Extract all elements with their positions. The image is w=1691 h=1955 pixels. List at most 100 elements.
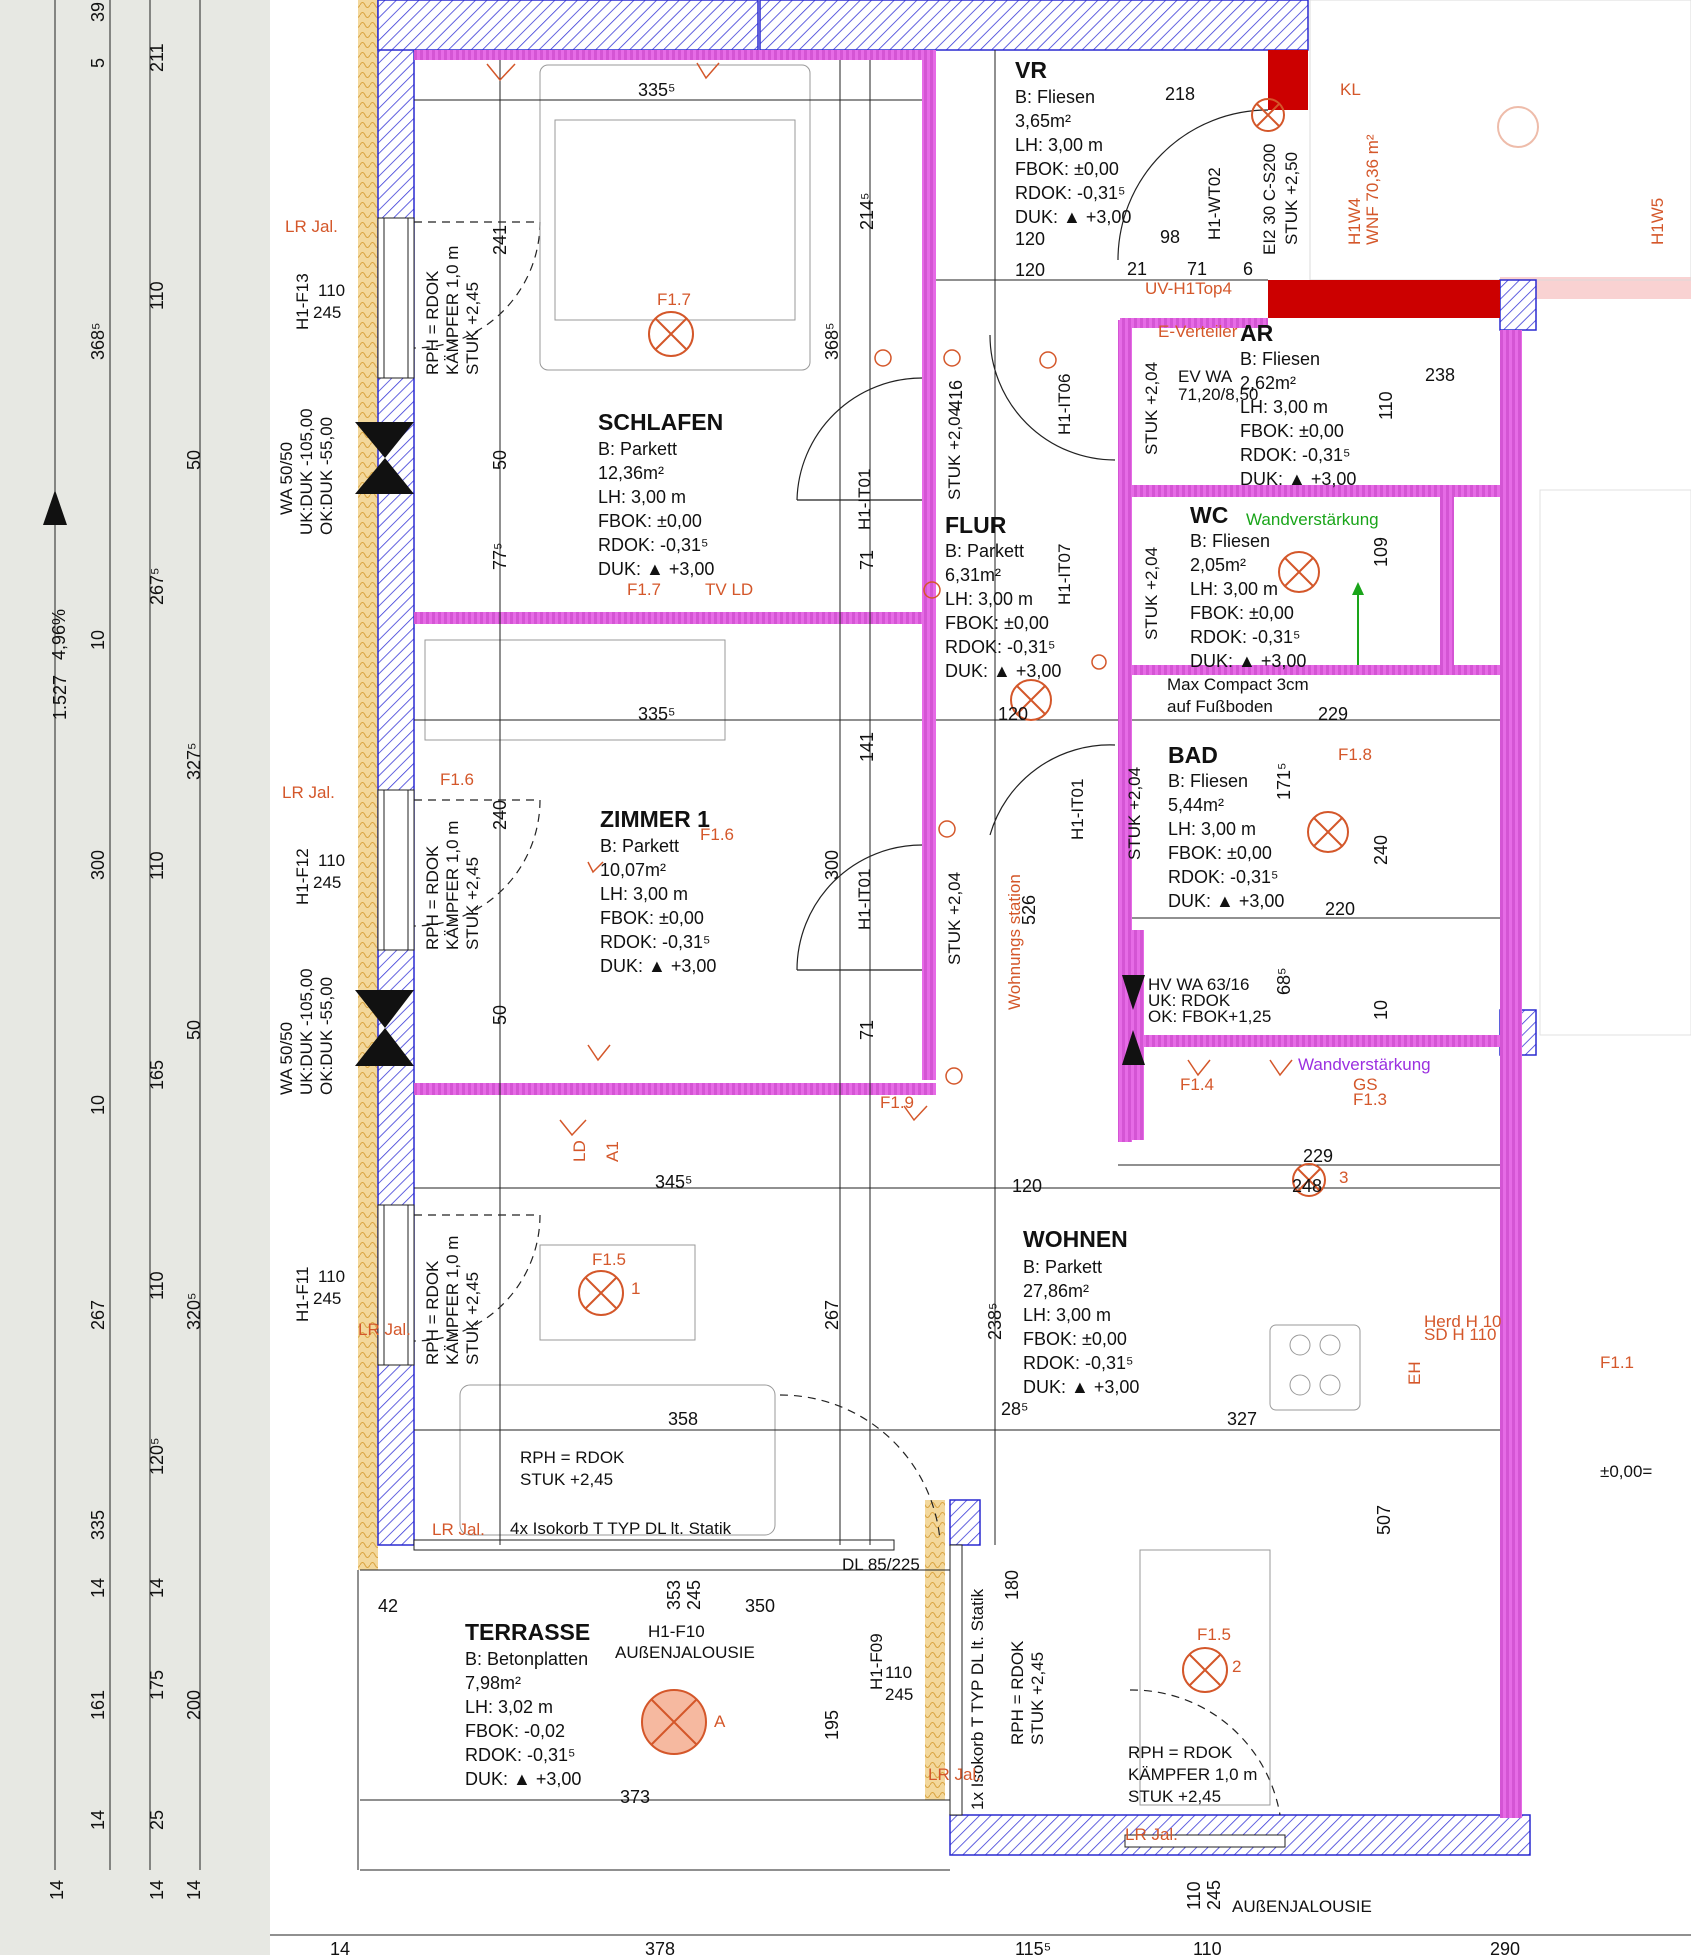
svg-text:TERRASSE: TERRASSE (465, 1619, 590, 1645)
svg-text:12,36m²: 12,36m² (598, 463, 664, 483)
light-icons (578, 98, 1539, 1755)
svg-text:OK:DUK -55,00: OK:DUK -55,00 (317, 417, 336, 535)
svg-text:STUK +2,45: STUK +2,45 (463, 1272, 482, 1365)
dimension-margin (0, 0, 270, 1955)
svg-text:195: 195 (822, 1710, 842, 1740)
svg-text:RDOK: -0,31⁵: RDOK: -0,31⁵ (1240, 445, 1351, 465)
svg-text:248: 248 (1292, 1176, 1322, 1196)
svg-text:LR Jal.: LR Jal. (928, 1765, 981, 1784)
svg-text:FBOK: ±0,00: FBOK: ±0,00 (1015, 159, 1119, 179)
svg-text:RDOK: -0,31⁵: RDOK: -0,31⁵ (945, 637, 1056, 657)
svg-text:UV-H1Top4: UV-H1Top4 (1145, 279, 1232, 298)
svg-text:2,05m²: 2,05m² (1190, 555, 1246, 575)
svg-text:AUßENJALOUSIE: AUßENJALOUSIE (1232, 1897, 1372, 1916)
svg-text:B: Parkett: B: Parkett (945, 541, 1024, 561)
svg-text:120: 120 (1012, 1176, 1042, 1196)
svg-text:10: 10 (88, 630, 108, 650)
svg-text:50: 50 (184, 450, 204, 470)
svg-text:FBOK: ±0,00: FBOK: ±0,00 (1240, 421, 1344, 441)
svg-text:KÄMPFER 1,0 m: KÄMPFER 1,0 m (443, 246, 462, 375)
svg-text:LR Jal.: LR Jal. (432, 1520, 485, 1539)
svg-text:10,07m²: 10,07m² (600, 860, 666, 880)
room-terrasse: TERRASSE B: Betonplatten 7,98m² LH: 3,02… (465, 1619, 590, 1789)
svg-text:161: 161 (88, 1690, 108, 1720)
svg-text:5,44m²: 5,44m² (1168, 795, 1224, 815)
svg-text:1.527: 1.527 (50, 675, 70, 720)
svg-text:229: 229 (1318, 704, 1348, 724)
svg-text:335: 335 (88, 1510, 108, 1540)
opening-labels: H1-F13 110 245 RPH = RDOK KÄMPFER 1,0 m … (293, 143, 1372, 1916)
svg-text:STUK +2,45: STUK +2,45 (463, 282, 482, 375)
svg-text:416: 416 (946, 380, 966, 410)
svg-text:OK: FBOK+1,25: OK: FBOK+1,25 (1148, 1007, 1271, 1026)
svg-text:WA 50/50: WA 50/50 (277, 1022, 296, 1095)
svg-text:EV WA: EV WA (1178, 367, 1233, 386)
svg-text:H1-IT06: H1-IT06 (1055, 374, 1074, 435)
svg-text:ZIMMER 1: ZIMMER 1 (600, 806, 710, 832)
svg-text:UK:DUK -105,00: UK:DUK -105,00 (297, 968, 316, 1095)
svg-text:LH: 3,00 m: LH: 3,00 m (598, 487, 686, 507)
svg-text:5: 5 (88, 58, 108, 68)
light-icon (648, 311, 694, 357)
insulation-terrace (925, 1500, 945, 1800)
svg-text:350: 350 (745, 1596, 775, 1616)
svg-text:H1-IT07: H1-IT07 (1055, 544, 1074, 605)
svg-text:110: 110 (147, 851, 167, 880)
svg-text:14: 14 (147, 1880, 167, 1900)
wa-symbols (355, 422, 1145, 1066)
svg-text:STUK +2,45: STUK +2,45 (520, 1470, 613, 1489)
svg-text:238⁵: 238⁵ (985, 1303, 1005, 1341)
svg-text:4,96%: 4,96% (49, 609, 69, 660)
svg-text:Wandverstärkung: Wandverstärkung (1298, 1055, 1431, 1074)
svg-text:H1-F13: H1-F13 (293, 273, 312, 330)
svg-text:F1.5: F1.5 (592, 1250, 626, 1269)
svg-text:245: 245 (313, 1289, 341, 1308)
svg-text:A: A (714, 1712, 726, 1731)
svg-text:RPH = RDOK: RPH = RDOK (1128, 1743, 1233, 1762)
svg-text:71: 71 (857, 1020, 877, 1040)
svg-text:LR Jal.: LR Jal. (358, 1320, 411, 1339)
svg-text:WA 50/50: WA 50/50 (277, 442, 296, 515)
svg-text:14: 14 (147, 1578, 167, 1598)
svg-text:2: 2 (1232, 1657, 1241, 1676)
svg-text:RDOK: -0,31⁵: RDOK: -0,31⁵ (1190, 627, 1301, 647)
outdoor-light-icon (641, 1689, 707, 1755)
svg-text:A1: A1 (603, 1141, 622, 1162)
svg-text:68⁵: 68⁵ (1274, 968, 1294, 995)
svg-text:120: 120 (1015, 229, 1045, 249)
svg-text:DUK: ▲ +3,00: DUK: ▲ +3,00 (1015, 207, 1131, 227)
svg-text:240: 240 (1371, 835, 1391, 865)
svg-text:14: 14 (88, 1810, 108, 1830)
svg-text:71: 71 (857, 550, 877, 570)
room-wc: WC B: Fliesen 2,05m² LH: 3,00 m FBOK: ±0… (1190, 502, 1306, 671)
svg-text:110: 110 (147, 1271, 167, 1300)
svg-text:2,62m²: 2,62m² (1240, 373, 1296, 393)
svg-text:110: 110 (885, 1663, 912, 1682)
windows (377, 217, 1286, 1848)
svg-text:110: 110 (1193, 1939, 1222, 1955)
svg-text:327⁵: 327⁵ (184, 743, 204, 781)
svg-text:110: 110 (318, 1267, 345, 1286)
svg-text:290: 290 (1490, 1939, 1520, 1955)
svg-text:373: 373 (620, 1787, 650, 1807)
svg-text:LH: 3,00 m: LH: 3,00 m (1023, 1305, 1111, 1325)
svg-text:H1-F09: H1-F09 (867, 1633, 886, 1690)
svg-text:H1-F11: H1-F11 (293, 1267, 312, 1322)
svg-text:GS: GS (1353, 1075, 1378, 1094)
svg-text:EI2 30 C-S200: EI2 30 C-S200 (1260, 143, 1279, 255)
wa-labels: WA 50/50 UK:DUK -105,00 OK:DUK -55,00 WA… (277, 408, 336, 1095)
svg-text:42: 42 (378, 1596, 398, 1616)
svg-text:AR: AR (1240, 320, 1274, 346)
svg-text:STUK +2,04: STUK +2,04 (945, 407, 964, 500)
svg-text:auf Fußboden: auf Fußboden (1167, 697, 1273, 716)
door-swings (413, 109, 1281, 1816)
svg-text:240: 240 (490, 800, 510, 830)
svg-text:120: 120 (1015, 260, 1045, 280)
svg-text:214⁵: 214⁵ (857, 193, 877, 231)
svg-text:H1-IT01: H1-IT01 (1068, 779, 1087, 840)
svg-text:KÄMPFER 1,0 m: KÄMPFER 1,0 m (443, 1236, 462, 1365)
svg-text:28⁵: 28⁵ (1001, 1399, 1028, 1419)
svg-text:39: 39 (88, 2, 108, 22)
dim-lines-left (54, 0, 201, 1870)
wc-height-marker (1352, 582, 1364, 665)
